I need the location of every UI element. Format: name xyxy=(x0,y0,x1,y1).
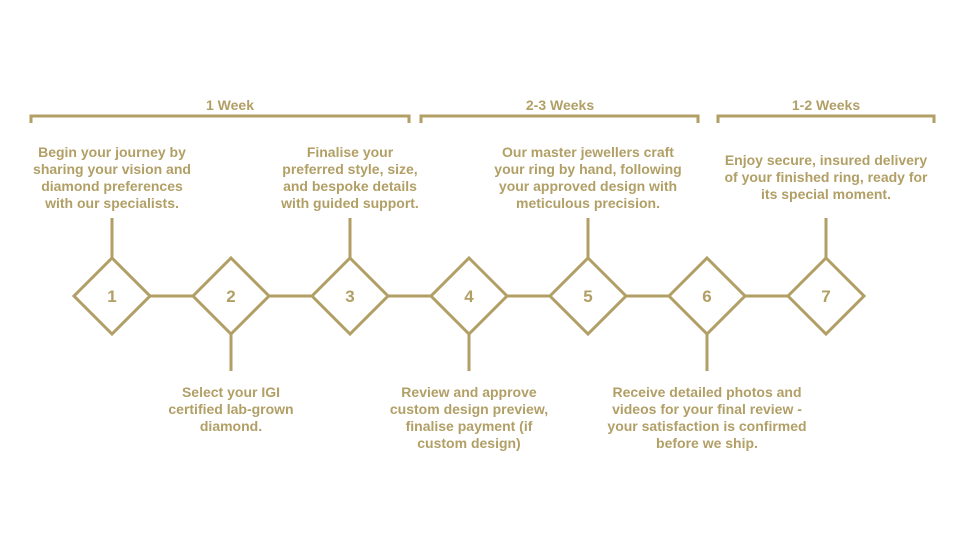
phase-bracket-2-3-weeks xyxy=(419,114,700,123)
step-3-description: Finalise your preferred style, size, and… xyxy=(281,144,419,211)
phase-label-2-3-weeks: 2-3 Weeks xyxy=(525,97,595,113)
step-4-diamond xyxy=(428,255,510,337)
step-3-number: 3 xyxy=(345,287,354,306)
step-7-diamond xyxy=(785,255,867,337)
step-5-diamond xyxy=(547,255,629,337)
step-1-number: 1 xyxy=(107,287,116,306)
step-2-description: Select your IGI certified lab-grown diam… xyxy=(168,384,294,434)
step-6-description: Receive detailed photos and videos for y… xyxy=(607,384,807,451)
phase-label-1-week: 1 Week xyxy=(206,97,254,113)
step-4-number: 4 xyxy=(464,287,474,306)
phase-bracket-1-2-weeks xyxy=(716,114,936,123)
step-6-diamond xyxy=(666,255,748,337)
phase-bracket-1-week xyxy=(29,114,411,123)
step-7-number: 7 xyxy=(821,287,830,306)
step-3-diamond xyxy=(309,255,391,337)
step-1-diamond xyxy=(71,255,153,337)
step-5-number: 5 xyxy=(583,287,592,306)
step-2-diamond xyxy=(190,255,272,337)
step-7-description: Enjoy secure, insured delivery of your f… xyxy=(724,152,928,202)
step-5-description: Our master jewellers craft your ring by … xyxy=(494,144,682,211)
step-4-description: Review and approve custom design preview… xyxy=(389,384,549,451)
phase-label-1-2-weeks: 1-2 Weeks xyxy=(791,97,861,113)
step-6-number: 6 xyxy=(702,287,711,306)
step-2-number: 2 xyxy=(226,287,235,306)
step-1-description: Begin your journey by sharing your visio… xyxy=(33,144,191,211)
